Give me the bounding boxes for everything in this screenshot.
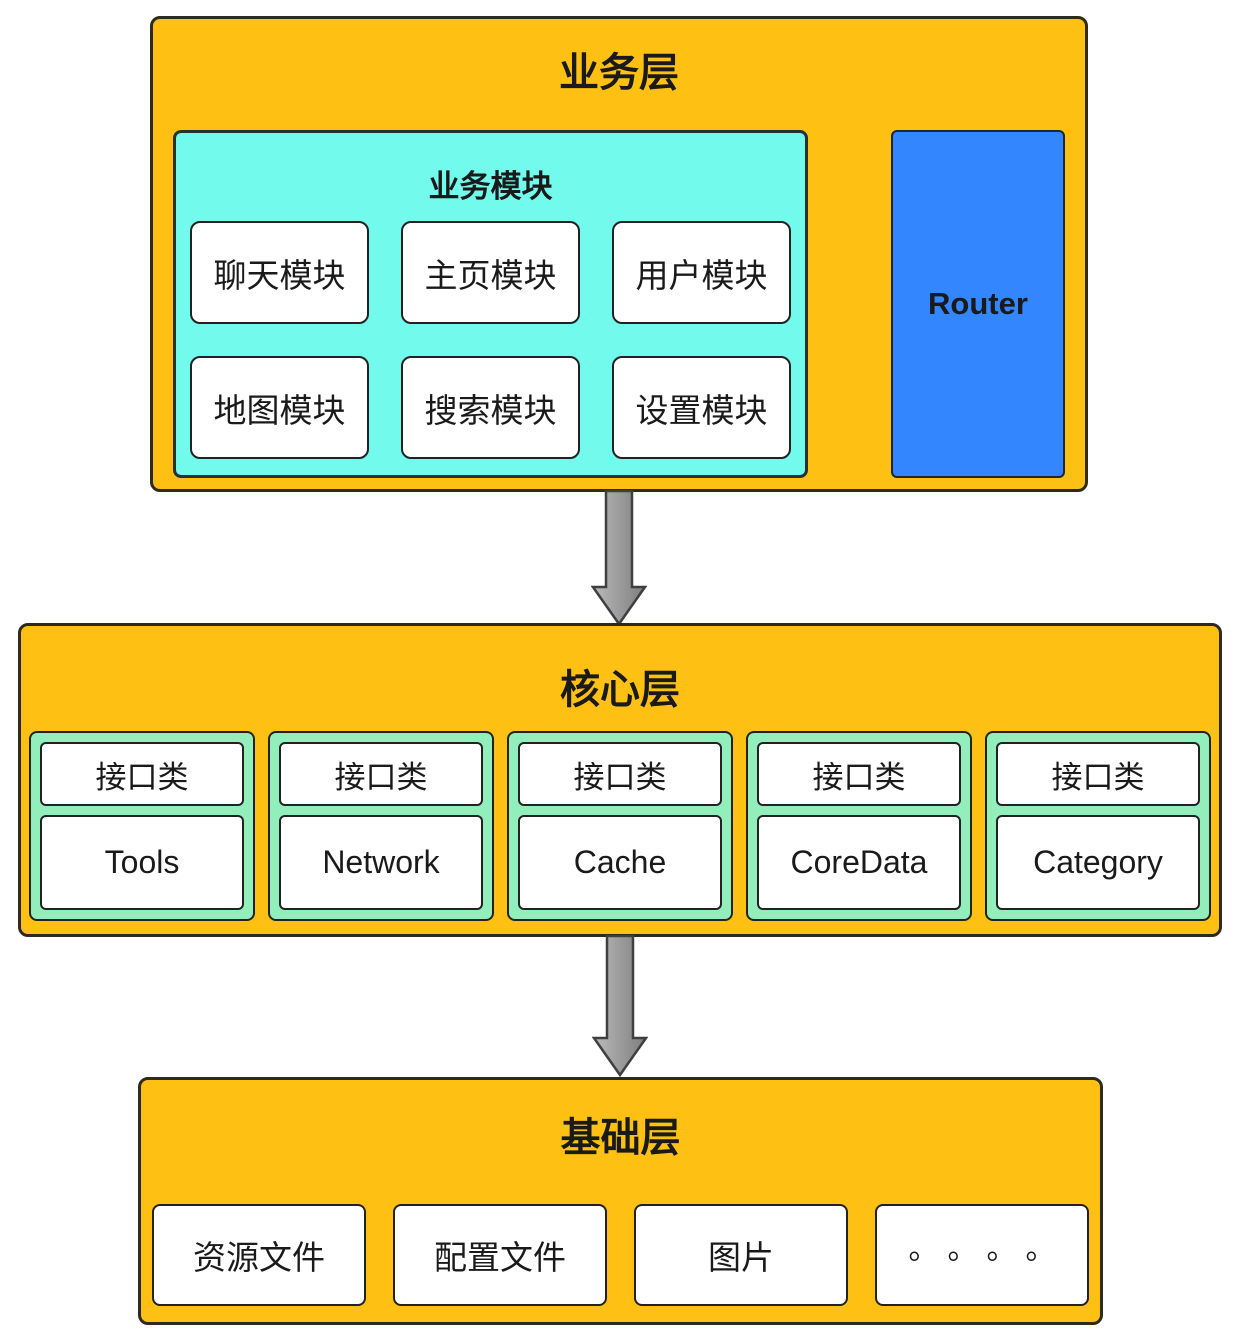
core-group-category: 接口类 Category (985, 731, 1211, 921)
base-box-images: 图片 (634, 1204, 848, 1306)
business-modules-title: 业务模块 (428, 169, 553, 204)
core-group-network: 接口类 Network (268, 731, 494, 921)
module-box-user: 用户模块 (612, 221, 791, 324)
arrow-down-icon (592, 935, 648, 1077)
module-box-search: 搜索模块 (401, 356, 580, 459)
business-layer: 业务层 业务模块 聊天模块 主页模块 用户模块 地图模块 搜索模块 设置模块 R… (150, 16, 1088, 492)
module-box-settings: 设置模块 (612, 356, 791, 459)
interface-class-box: 接口类 (518, 742, 722, 806)
base-layer: 基础层 资源文件 配置文件 图片 。。。。 (138, 1077, 1103, 1325)
base-items: 资源文件 配置文件 图片 。。。。 (141, 1204, 1100, 1306)
interface-class-box: 接口类 (279, 742, 483, 806)
module-box-chat: 聊天模块 (190, 221, 369, 324)
core-group-tools: 接口类 Tools (29, 731, 255, 921)
core-layer-title: 核心层 (560, 668, 680, 712)
interface-class-box: 接口类 (757, 742, 961, 806)
module-box-map: 地图模块 (190, 356, 369, 459)
core-layer: 核心层 接口类 Tools 接口类 Network 接口类 Cache 接口类 … (18, 623, 1222, 937)
arrow-down-icon (591, 490, 647, 626)
core-group-coredata: 接口类 CoreData (746, 731, 972, 921)
base-box-more: 。。。。 (875, 1204, 1089, 1306)
module-box-home: 主页模块 (401, 221, 580, 324)
base-layer-title: 基础层 (560, 1116, 681, 1160)
core-name-category: Category (996, 815, 1200, 910)
interface-class-box: 接口类 (996, 742, 1200, 806)
ellipsis-dots: 。。。。 (908, 1233, 1080, 1266)
core-group-cache: 接口类 Cache (507, 731, 733, 921)
business-modules-panel: 业务模块 聊天模块 主页模块 用户模块 地图模块 搜索模块 设置模块 (173, 130, 808, 478)
router-box: Router (891, 130, 1065, 478)
business-layer-content: 业务模块 聊天模块 主页模块 用户模块 地图模块 搜索模块 设置模块 Route… (173, 130, 1065, 478)
business-layer-title: 业务层 (559, 51, 679, 95)
core-name-network: Network (279, 815, 483, 910)
core-name-coredata: CoreData (757, 815, 961, 910)
core-groups: 接口类 Tools 接口类 Network 接口类 Cache 接口类 Core… (21, 731, 1219, 921)
base-box-config: 配置文件 (393, 1204, 607, 1306)
base-box-resources: 资源文件 (152, 1204, 366, 1306)
interface-class-box: 接口类 (40, 742, 244, 806)
core-name-cache: Cache (518, 815, 722, 910)
core-name-tools: Tools (40, 815, 244, 910)
business-modules-grid: 聊天模块 主页模块 用户模块 地图模块 搜索模块 设置模块 (176, 221, 805, 459)
